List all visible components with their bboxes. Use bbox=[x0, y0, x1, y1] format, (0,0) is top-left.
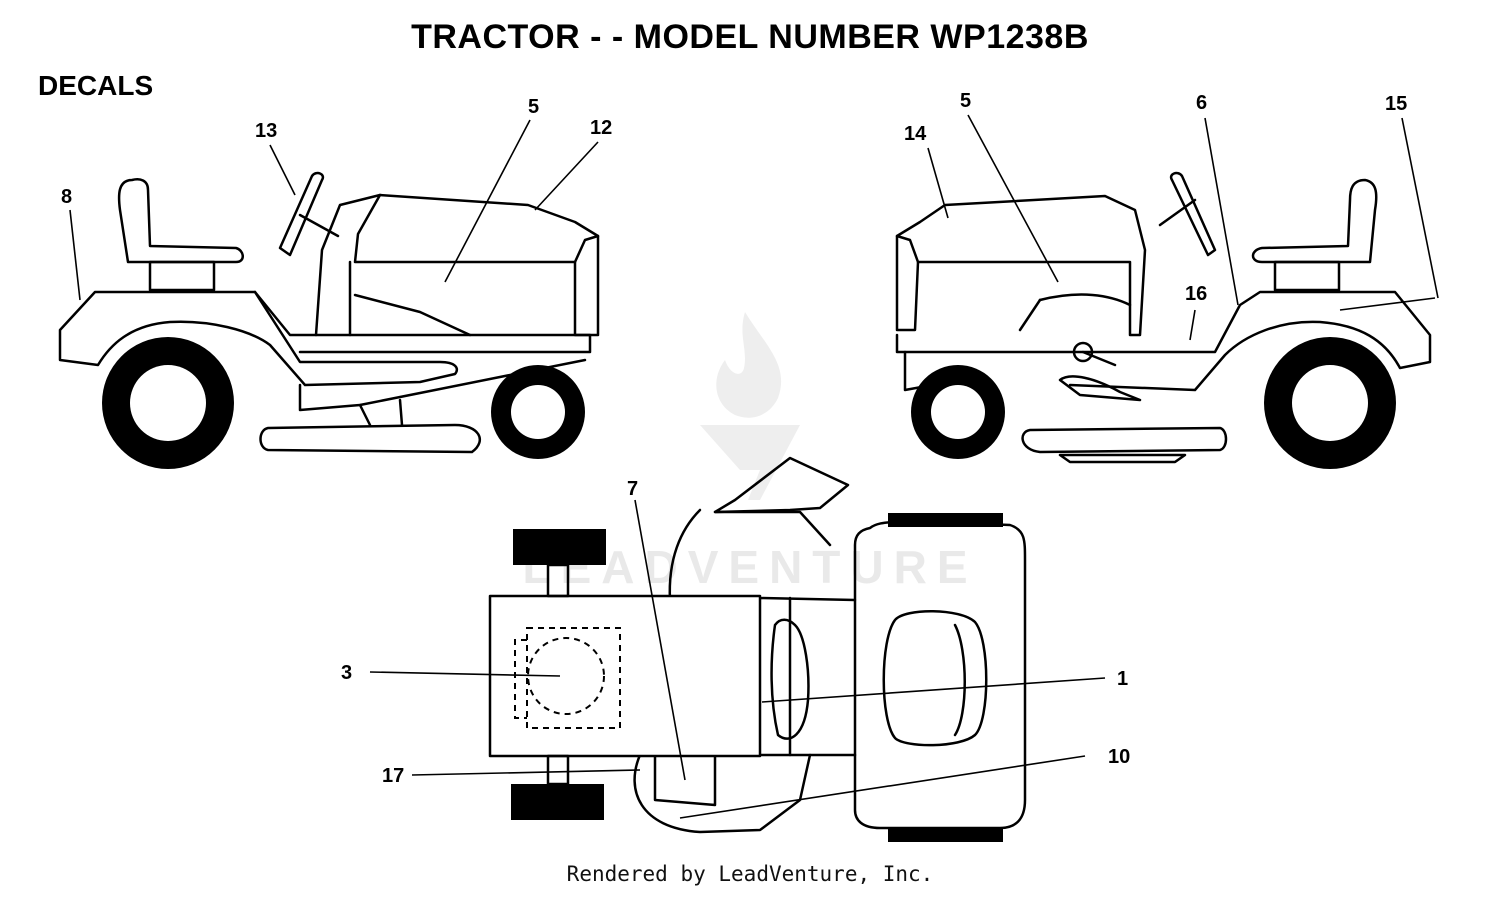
left-chassis bbox=[253, 290, 592, 354]
top-battery-dashed bbox=[526, 627, 621, 729]
callout-3[interactable]: 3 bbox=[341, 662, 353, 684]
left-steering-wheel bbox=[278, 171, 325, 257]
callout-5-right[interactable]: 5 bbox=[960, 90, 972, 112]
callout-17[interactable]: 17 bbox=[382, 765, 405, 787]
section-label: DECALS bbox=[38, 70, 154, 101]
left-seat bbox=[117, 178, 244, 264]
right-chassis bbox=[895, 290, 1432, 392]
top-steering-area bbox=[713, 456, 850, 514]
callout-7[interactable]: 7 bbox=[627, 478, 639, 500]
top-front-body bbox=[853, 520, 1027, 830]
right-steering-wheel bbox=[1169, 171, 1217, 257]
left-mower-deck bbox=[259, 423, 481, 454]
top-rear-tire-lower bbox=[511, 784, 604, 820]
left-dash bbox=[314, 193, 382, 337]
tractor-top-view bbox=[369, 456, 1106, 842]
diagram-title: TRACTOR - - MODEL NUMBER WP1238B bbox=[411, 18, 1089, 56]
callout-10[interactable]: 10 bbox=[1108, 746, 1131, 768]
callout-5-left[interactable]: 5 bbox=[528, 96, 540, 118]
top-headlight-oval bbox=[882, 610, 988, 747]
top-front-tire-lower bbox=[888, 828, 1003, 842]
right-mower-deck bbox=[1021, 426, 1228, 454]
callout-8[interactable]: 8 bbox=[61, 186, 73, 208]
right-hood bbox=[895, 194, 1147, 337]
right-seat bbox=[1251, 178, 1378, 264]
tractor-right-side-view bbox=[895, 114, 1439, 469]
left-hood bbox=[353, 193, 600, 337]
callout-12[interactable]: 12 bbox=[590, 117, 613, 139]
top-rear-tire-upper bbox=[513, 529, 606, 565]
footer-credit: Rendered by LeadVenture, Inc. bbox=[566, 862, 934, 886]
top-mid-section bbox=[758, 596, 857, 757]
callout-6[interactable]: 6 bbox=[1196, 92, 1208, 114]
top-front-tire-upper bbox=[888, 513, 1003, 527]
callout-14[interactable]: 14 bbox=[904, 123, 927, 145]
callout-1[interactable]: 1 bbox=[1117, 668, 1129, 690]
callout-15[interactable]: 15 bbox=[1385, 93, 1408, 115]
left-seat-post bbox=[148, 260, 216, 292]
callout-16[interactable]: 16 bbox=[1185, 283, 1208, 305]
tractor-left-side-view bbox=[58, 119, 600, 469]
watermark-logo bbox=[700, 312, 800, 500]
callout-13[interactable]: 13 bbox=[255, 120, 278, 142]
top-fuel-cap-dashed bbox=[527, 637, 605, 715]
left-rear-fender bbox=[58, 290, 459, 387]
right-seat-post bbox=[1273, 260, 1341, 292]
